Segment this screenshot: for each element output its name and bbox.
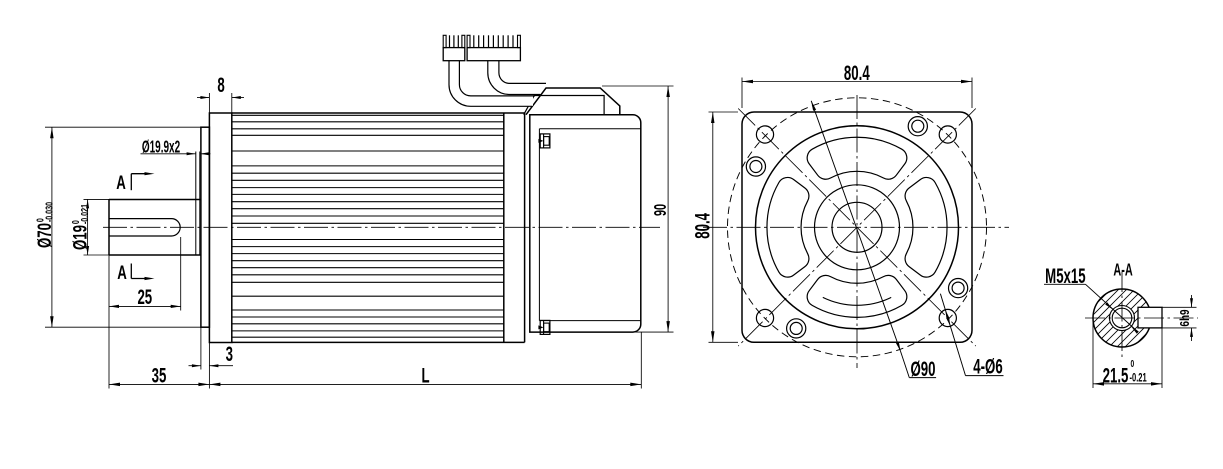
- svg-text:L: L: [421, 363, 429, 387]
- svg-text:25: 25: [137, 285, 152, 309]
- svg-text:0: 0: [34, 218, 46, 222]
- svg-text:Ø70: Ø70: [33, 223, 55, 248]
- svg-text:0: 0: [69, 220, 81, 224]
- svg-text:4-Ø6: 4-Ø6: [973, 354, 1003, 378]
- svg-text:-0.21: -0.21: [1130, 372, 1148, 385]
- svg-text:Ø19: Ø19: [69, 225, 91, 250]
- svg-text:8: 8: [217, 73, 225, 97]
- svg-text:21.5: 21.5: [1103, 363, 1129, 387]
- svg-text:Ø90: Ø90: [910, 357, 935, 381]
- svg-text:3: 3: [226, 342, 234, 366]
- svg-text:A: A: [117, 261, 127, 283]
- svg-text:35: 35: [152, 363, 167, 387]
- svg-text:80.4: 80.4: [844, 61, 870, 85]
- svg-text:0: 0: [1131, 357, 1135, 369]
- svg-text:A: A: [116, 171, 126, 193]
- svg-text:6h9: 6h9: [1179, 309, 1192, 326]
- svg-text:-0.021: -0.021: [78, 204, 90, 224]
- svg-text:Ø19.9x2: Ø19.9x2: [142, 138, 180, 158]
- svg-text:90: 90: [652, 204, 671, 216]
- svg-text:A-A: A-A: [1113, 261, 1133, 280]
- svg-text:80.4: 80.4: [690, 213, 714, 239]
- svg-text:-0.030: -0.030: [43, 202, 55, 222]
- svg-text:M5x15: M5x15: [1045, 264, 1086, 288]
